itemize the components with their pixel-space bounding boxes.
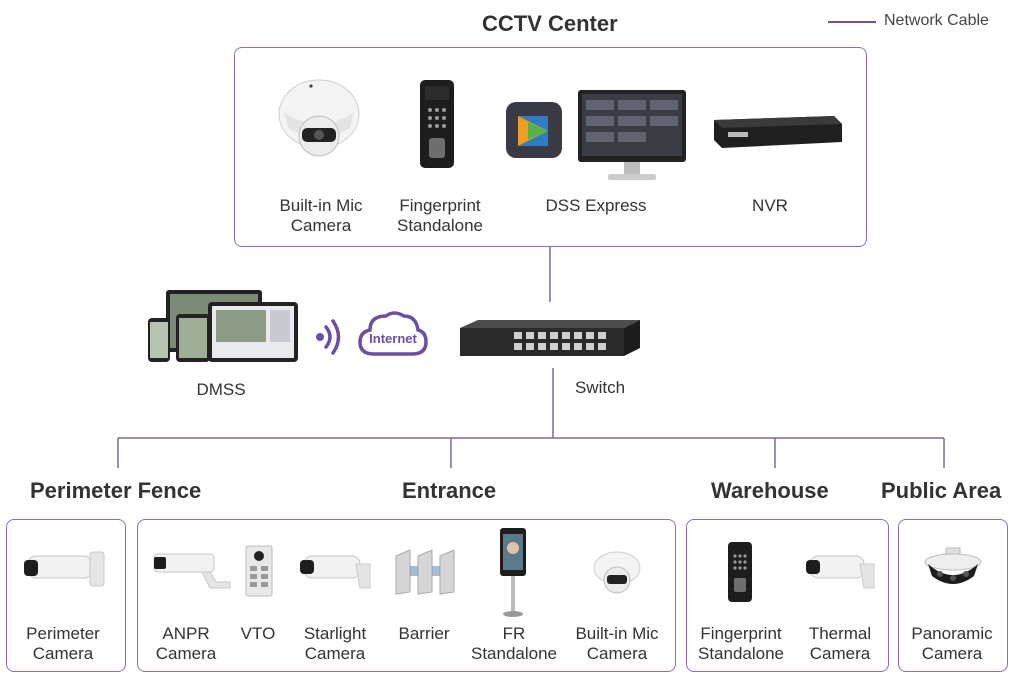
face-recognition-terminal-icon: [500, 528, 526, 617]
dome-camera-icon: [593, 551, 641, 594]
starlight-camera-icon: [300, 555, 371, 589]
nvr-icon: [714, 116, 842, 148]
zone-title-public-area: Public Area: [881, 478, 1002, 503]
switch-label: Switch: [574, 378, 626, 397]
zone-label-vto: VTO: [240, 624, 276, 643]
wireless-signal-icon: [316, 319, 341, 355]
zone-box-perimeter-fence: [6, 519, 126, 672]
legend-label: Network Cable: [884, 12, 989, 29]
zone-title-entrance: Entrance: [402, 478, 497, 503]
cctv-center-title: CCTV Center: [482, 11, 618, 36]
network-switch-icon: [460, 320, 640, 356]
fingerprint-reader-icon: [728, 542, 752, 602]
zone-title-perimeter-fence: Perimeter Fence: [30, 478, 202, 503]
zone-title-warehouse: Warehouse: [711, 478, 829, 503]
panoramic-camera-icon: [924, 547, 982, 584]
center-label-nvr: NVR: [752, 196, 788, 215]
barrier-icon: [395, 549, 455, 595]
thermal-camera-icon: [806, 555, 875, 589]
zone-box-public-area: [898, 519, 1008, 672]
zone-box-entrance: [137, 519, 676, 672]
bullet-camera-icon: [24, 551, 105, 587]
dmss-label: DMSS: [196, 380, 246, 399]
zone-box-warehouse: [686, 519, 889, 672]
vto-icon: [245, 545, 273, 597]
dss-monitor-icon: [506, 90, 686, 180]
dmss-devices-icon: [148, 290, 298, 362]
dome-camera-icon: [278, 79, 360, 157]
internet-cloud-icon: [358, 311, 428, 356]
center-label-dss-express: DSS Express: [545, 196, 647, 215]
fingerprint-reader-icon: [420, 80, 454, 168]
zone-label-barrier: Barrier: [398, 624, 450, 643]
anpr-camera-icon: [153, 553, 231, 589]
internet-label: Internet: [369, 331, 417, 346]
